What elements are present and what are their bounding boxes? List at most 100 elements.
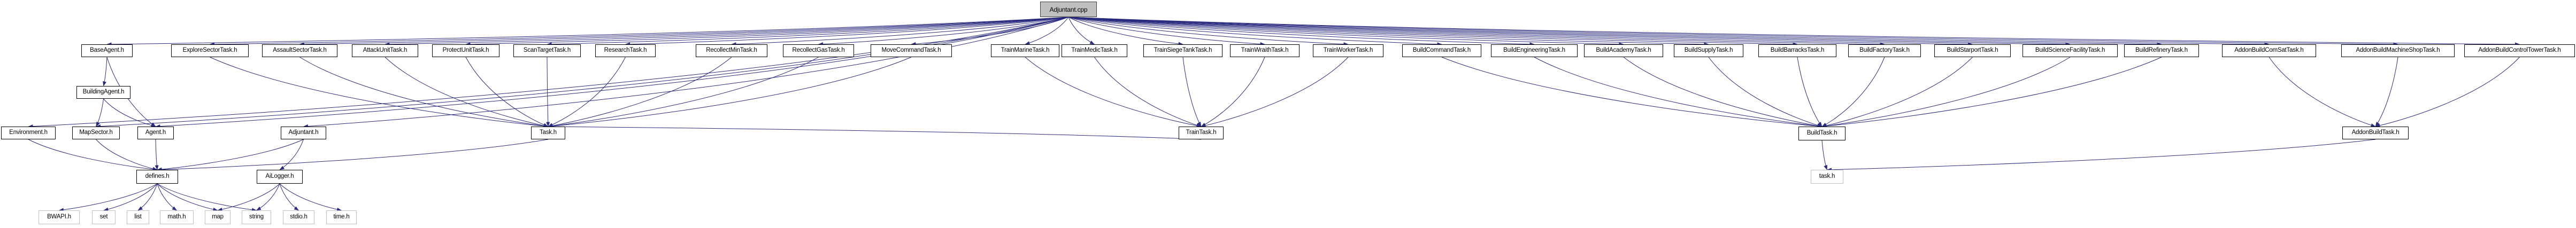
graph-node-recollectmintask[interactable]: RecollectMinTask.h: [696, 44, 767, 57]
edge-BuildStarportTask-to-BuildTask: [1821, 57, 1973, 128]
edge-defines-to-list: [137, 183, 158, 211]
graph-node-environment[interactable]: Environment.h: [1, 127, 56, 139]
edge-AddonBuildTask-to-task_h: [1827, 139, 2376, 172]
graph-node-movecommandtask[interactable]: MoveCommandTask.h: [871, 44, 952, 57]
graph-root-node[interactable]: Adjuntant.cpp: [1040, 2, 1097, 17]
edge-AiLogger-to-stdio_h: [279, 183, 299, 211]
edge-BuildAcademyTask-to-BuildTask: [1623, 57, 1823, 128]
edge-ProtectUnitTask-to-Task: [465, 57, 549, 127]
graph-node-buildcommandtask[interactable]: BuildCommandTask.h: [1402, 44, 1481, 57]
graph-node-assaultsectortask[interactable]: AssaultSectorTask.h: [262, 44, 337, 57]
graph-node-buildacademytask[interactable]: BuildAcademyTask.h: [1584, 44, 1663, 57]
graph-node-addonbuildmachineshoptask[interactable]: AddonBuildMachineShopTask.h: [2341, 44, 2455, 57]
graph-node-traintask[interactable]: TrainTask.h: [1179, 127, 1224, 139]
edge-root-to-AttackUnitTask: [385, 17, 1069, 46]
graph-node-list[interactable]: list: [127, 210, 149, 224]
graph-node-buildbarrackstask[interactable]: BuildBarracksTask.h: [1758, 44, 1836, 57]
graph-node-buildsupplytask[interactable]: BuildSupplyTask.h: [1674, 44, 1743, 57]
edge-root-to-BuildRefineryTask: [1068, 17, 2162, 46]
graph-node-mapsector[interactable]: MapSector.h: [72, 127, 120, 139]
edge-AssaultSectorTask-to-Task: [299, 57, 549, 128]
graph-node-trainwraithtask[interactable]: TrainWraithTask.h: [1230, 44, 1299, 57]
edge-Adjuntant_h-to-defines: [157, 139, 304, 171]
edge-root-to-BuildStarportTask: [1068, 17, 1973, 46]
edge-root-to-BuildBarracksTask: [1068, 17, 1798, 46]
graph-node-time_h[interactable]: time.h: [326, 210, 357, 224]
graph-node-buildingagent[interactable]: BuildingAgent.h: [76, 86, 130, 99]
edge-AiLogger-to-time_h: [279, 183, 342, 211]
graph-node-task_h[interactable]: task.h: [1811, 170, 1843, 184]
graph-node-exploresectortask[interactable]: ExploreSectorTask.h: [171, 44, 249, 57]
edge-root-to-BuildSupplyTask: [1068, 17, 1709, 46]
edge-BaseAgent-to-BuildingAgent: [103, 57, 107, 87]
graph-node-agent[interactable]: Agent.h: [137, 127, 174, 139]
edge-Task-to-defines: [157, 139, 549, 172]
graph-node-researchtask[interactable]: ResearchTask.h: [595, 44, 656, 57]
graph-node-set[interactable]: set: [92, 210, 116, 224]
edge-root-to-TrainWraithTask: [1068, 17, 1265, 46]
edge-RecollectMinTask-to-Task: [548, 57, 732, 128]
edge-root-to-RecollectGasTask: [818, 17, 1069, 46]
edge-root-to-BuildScienceFacilityTask: [1068, 17, 2071, 46]
edge-defines-to-string: [157, 183, 257, 212]
graph-node-defines[interactable]: defines.h: [136, 170, 178, 184]
graph-node-scantargettask[interactable]: ScanTargetTask.h: [513, 44, 581, 57]
edge-RecollectGasTask-to-Task: [548, 57, 819, 128]
edge-BuildTask-to-task_h: [1821, 140, 1827, 170]
edge-root-to-ResearchTask: [625, 17, 1069, 46]
graph-node-buildfactorytask[interactable]: BuildFactoryTask.h: [1848, 44, 1921, 57]
edge-TrainWorkerTask-to-TrainTask: [1201, 57, 1349, 128]
edge-root-to-TrainMarineTask: [1025, 17, 1069, 45]
graph-node-stdio_h[interactable]: stdio.h: [283, 210, 314, 224]
graph-node-buildstarporttask[interactable]: BuildStarportTask.h: [1934, 44, 2011, 57]
graph-node-trainmarinetask[interactable]: TrainMarineTask.h: [991, 44, 1059, 57]
edge-root-to-ProtectUnitTask: [465, 17, 1069, 46]
graph-node-map[interactable]: map: [205, 210, 230, 224]
graph-node-adjuntant_h[interactable]: Adjuntant.h: [281, 127, 326, 139]
graph-node-attackunittask[interactable]: AttackUnitTask.h: [352, 44, 418, 57]
edge-TrainMarineTask-to-TrainTask: [1025, 57, 1202, 128]
edge-Environment-to-defines: [28, 139, 158, 171]
graph-node-buildsciencefacilitytask[interactable]: BuildScienceFacilityTask.h: [2023, 44, 2118, 57]
edge-root-to-ExploreSectorTask: [210, 17, 1069, 46]
edge-root-to-BuildFactoryTask: [1068, 17, 1885, 46]
edge-BaseAgent-to-Agent: [106, 57, 156, 127]
edge-paths: [28, 17, 2520, 212]
edge-BuildingAgent-to-Agent: [103, 98, 156, 128]
edge-AiLogger-to-string: [256, 183, 280, 211]
edge-TrainTask-to-Task: [548, 124, 1202, 140]
edge-AddonBuildComSatTask-to-AddonBuildTask: [2269, 57, 2376, 127]
graph-node-ailogger[interactable]: AiLogger.h: [257, 170, 303, 184]
edge-root-to-TrainWorkerTask: [1068, 17, 1349, 46]
graph-node-addonbuildcomsattask[interactable]: AddonBuildComSatTask.h: [2222, 44, 2316, 57]
edge-BuildCommandTask-to-BuildTask: [1441, 57, 1823, 128]
graph-node-string[interactable]: string: [242, 210, 271, 224]
graph-node-addonbuildtask[interactable]: AddonBuildTask.h: [2342, 127, 2409, 139]
edge-root-to-BaseAgent: [106, 17, 1069, 46]
graph-node-recollectgastask[interactable]: RecollectGasTask.h: [783, 44, 854, 57]
edge-Adjuntant_h-to-AiLogger: [279, 139, 304, 170]
edge-TrainSiegeTankTask-to-TrainTask: [1182, 57, 1202, 127]
edge-BuildFactoryTask-to-BuildTask: [1821, 57, 1885, 127]
graph-node-buildengineeringtask[interactable]: BuildEngineeringTask.h: [1491, 44, 1578, 57]
edge-ExploreSectorTask-to-Task: [210, 57, 549, 128]
edge-ResearchTask-to-Task: [548, 57, 626, 127]
edge-root-to-BuildEngineeringTask: [1068, 17, 1535, 46]
graph-node-trainmedictask[interactable]: TrainMedicTask.h: [1062, 44, 1127, 57]
graph-node-bwapi[interactable]: BWAPI.h: [39, 210, 80, 224]
graph-node-math_h[interactable]: math.h: [160, 210, 194, 224]
edge-root-to-BuildAcademyTask: [1068, 17, 1624, 46]
graph-node-protectunittask[interactable]: ProtectUnitTask.h: [432, 44, 499, 57]
graph-node-baseagent[interactable]: BaseAgent.h: [81, 44, 133, 57]
graph-node-task[interactable]: Task.h: [531, 127, 565, 139]
graph-node-buildrefinerytask[interactable]: BuildRefineryTask.h: [2124, 44, 2199, 57]
edge-MoveCommandTask-to-Task: [548, 57, 912, 128]
graph-node-addonbuildcontroltowertask[interactable]: AddonBuildControlTowerTask.h: [2464, 44, 2575, 57]
graph-node-buildtask[interactable]: BuildTask.h: [1798, 127, 1846, 140]
graph-node-trainsiegetanktask[interactable]: TrainSiegeTankTask.h: [1143, 44, 1222, 57]
graph-node-trainworkertask[interactable]: TrainWorkerTask.h: [1313, 44, 1383, 57]
edge-AttackUnitTask-to-Task: [385, 57, 549, 128]
edge-root-to-ScanTargetTask: [547, 17, 1069, 46]
